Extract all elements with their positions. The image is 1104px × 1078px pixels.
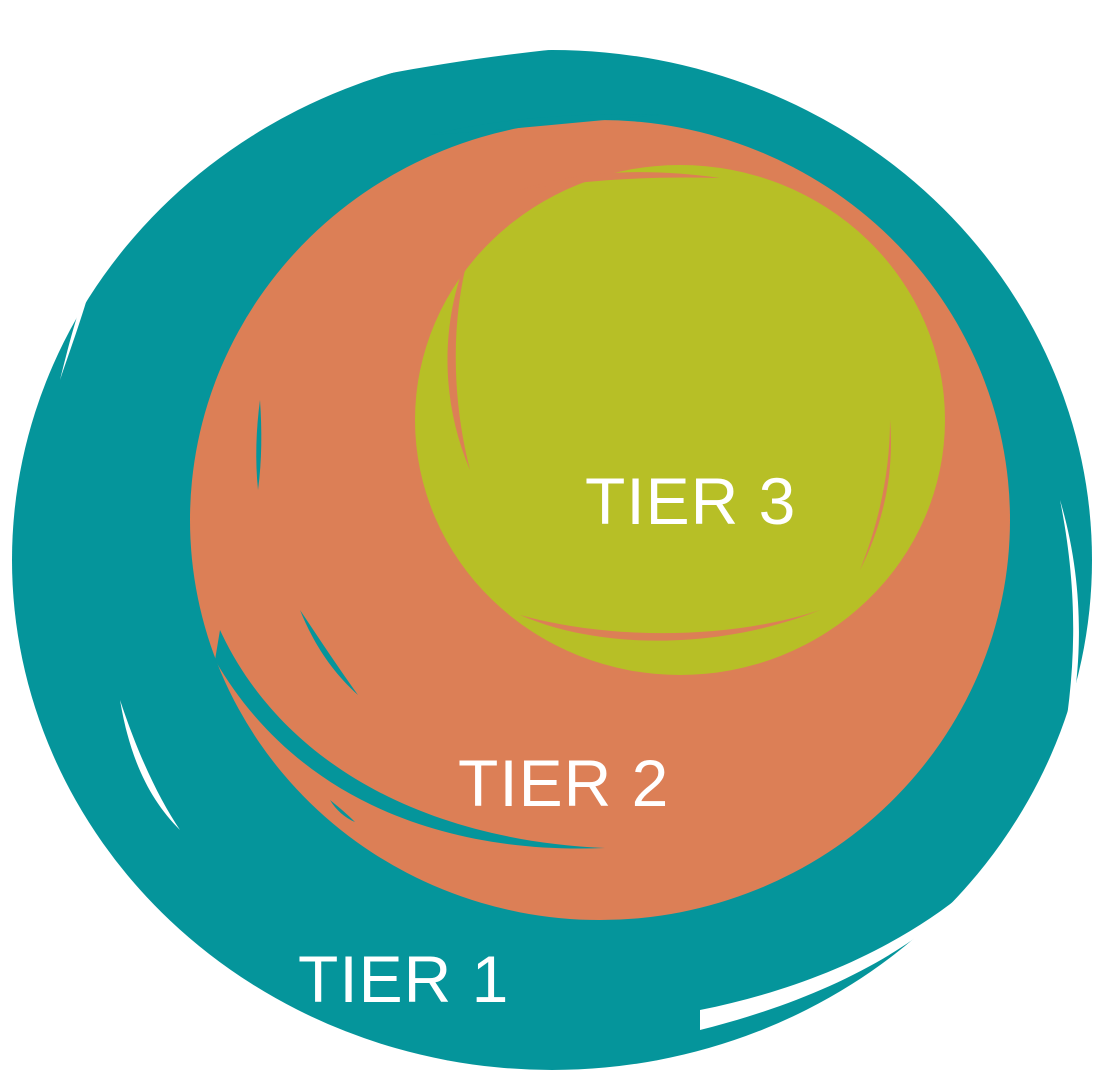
tier1-brush-gap (260, 44, 600, 100)
tier1-brush-gap (700, 880, 980, 1030)
tier3-brush-streak (520, 610, 820, 641)
tier3-brush-streak (447, 250, 470, 470)
tier1-label: TIER 1 (298, 942, 509, 1016)
tier3-label: TIER 3 (585, 464, 796, 538)
tier2-label: TIER 2 (458, 746, 669, 820)
tier2-brush-streak (215, 630, 605, 849)
tier1-brush-gap (60, 270, 95, 380)
tier2-brush-streak (330, 800, 355, 822)
tier2-brush-streak (256, 400, 262, 490)
tier2-brush-streak (430, 114, 660, 135)
tier3-brush-streak (860, 420, 891, 570)
tier3-circle (415, 165, 945, 675)
tier3-ring (415, 165, 945, 675)
tier3-brush-streak (520, 172, 720, 190)
tier1-brush-gap (1060, 500, 1079, 760)
